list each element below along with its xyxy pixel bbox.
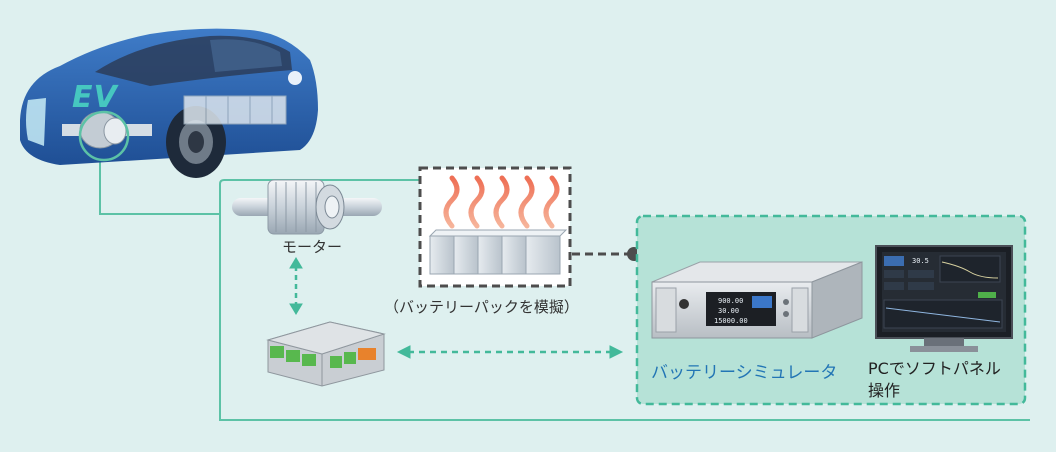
- controller-box-icon: [266, 321, 386, 387]
- ev-label: EV: [72, 80, 118, 115]
- battery-cells-icon: [428, 229, 568, 275]
- bottom-loop-line: [219, 214, 1030, 421]
- motor-controller-arrow: [289, 257, 303, 315]
- pc-screen-value: 30.5: [912, 257, 929, 265]
- motor-icon: [232, 179, 382, 235]
- car-motor-icon: [62, 110, 152, 162]
- ev-to-motor-line: [99, 160, 220, 215]
- pc-soft-panel-label-line1: PCでソフトパネル: [868, 359, 1001, 378]
- system-loop-line: [219, 179, 420, 214]
- device-display-row3: 15000.00: [714, 317, 748, 325]
- pack-simulator-connector: [572, 247, 641, 261]
- device-display-row2: 30.00: [718, 307, 739, 315]
- pc-soft-panel-label: PCでソフトパネル 操作: [868, 358, 1001, 402]
- motor-label: モーター: [282, 238, 343, 256]
- battery-simulator-label: バッテリーシミュレータ: [651, 363, 838, 383]
- controller-simulator-arrow: [396, 345, 624, 359]
- pc-soft-panel-label-line2: 操作: [868, 381, 901, 400]
- connection-lines: [99, 160, 1030, 421]
- device-display-row1: 900.00: [718, 297, 743, 305]
- pc-monitor-icon: [875, 245, 1013, 352]
- battery-pack-label: （バッテリーパックを模擬）: [384, 298, 579, 316]
- car-battery-cells-icon: [183, 95, 287, 125]
- battery-simulator-device: [651, 261, 863, 339]
- heat-waves-icon: [443, 175, 560, 229]
